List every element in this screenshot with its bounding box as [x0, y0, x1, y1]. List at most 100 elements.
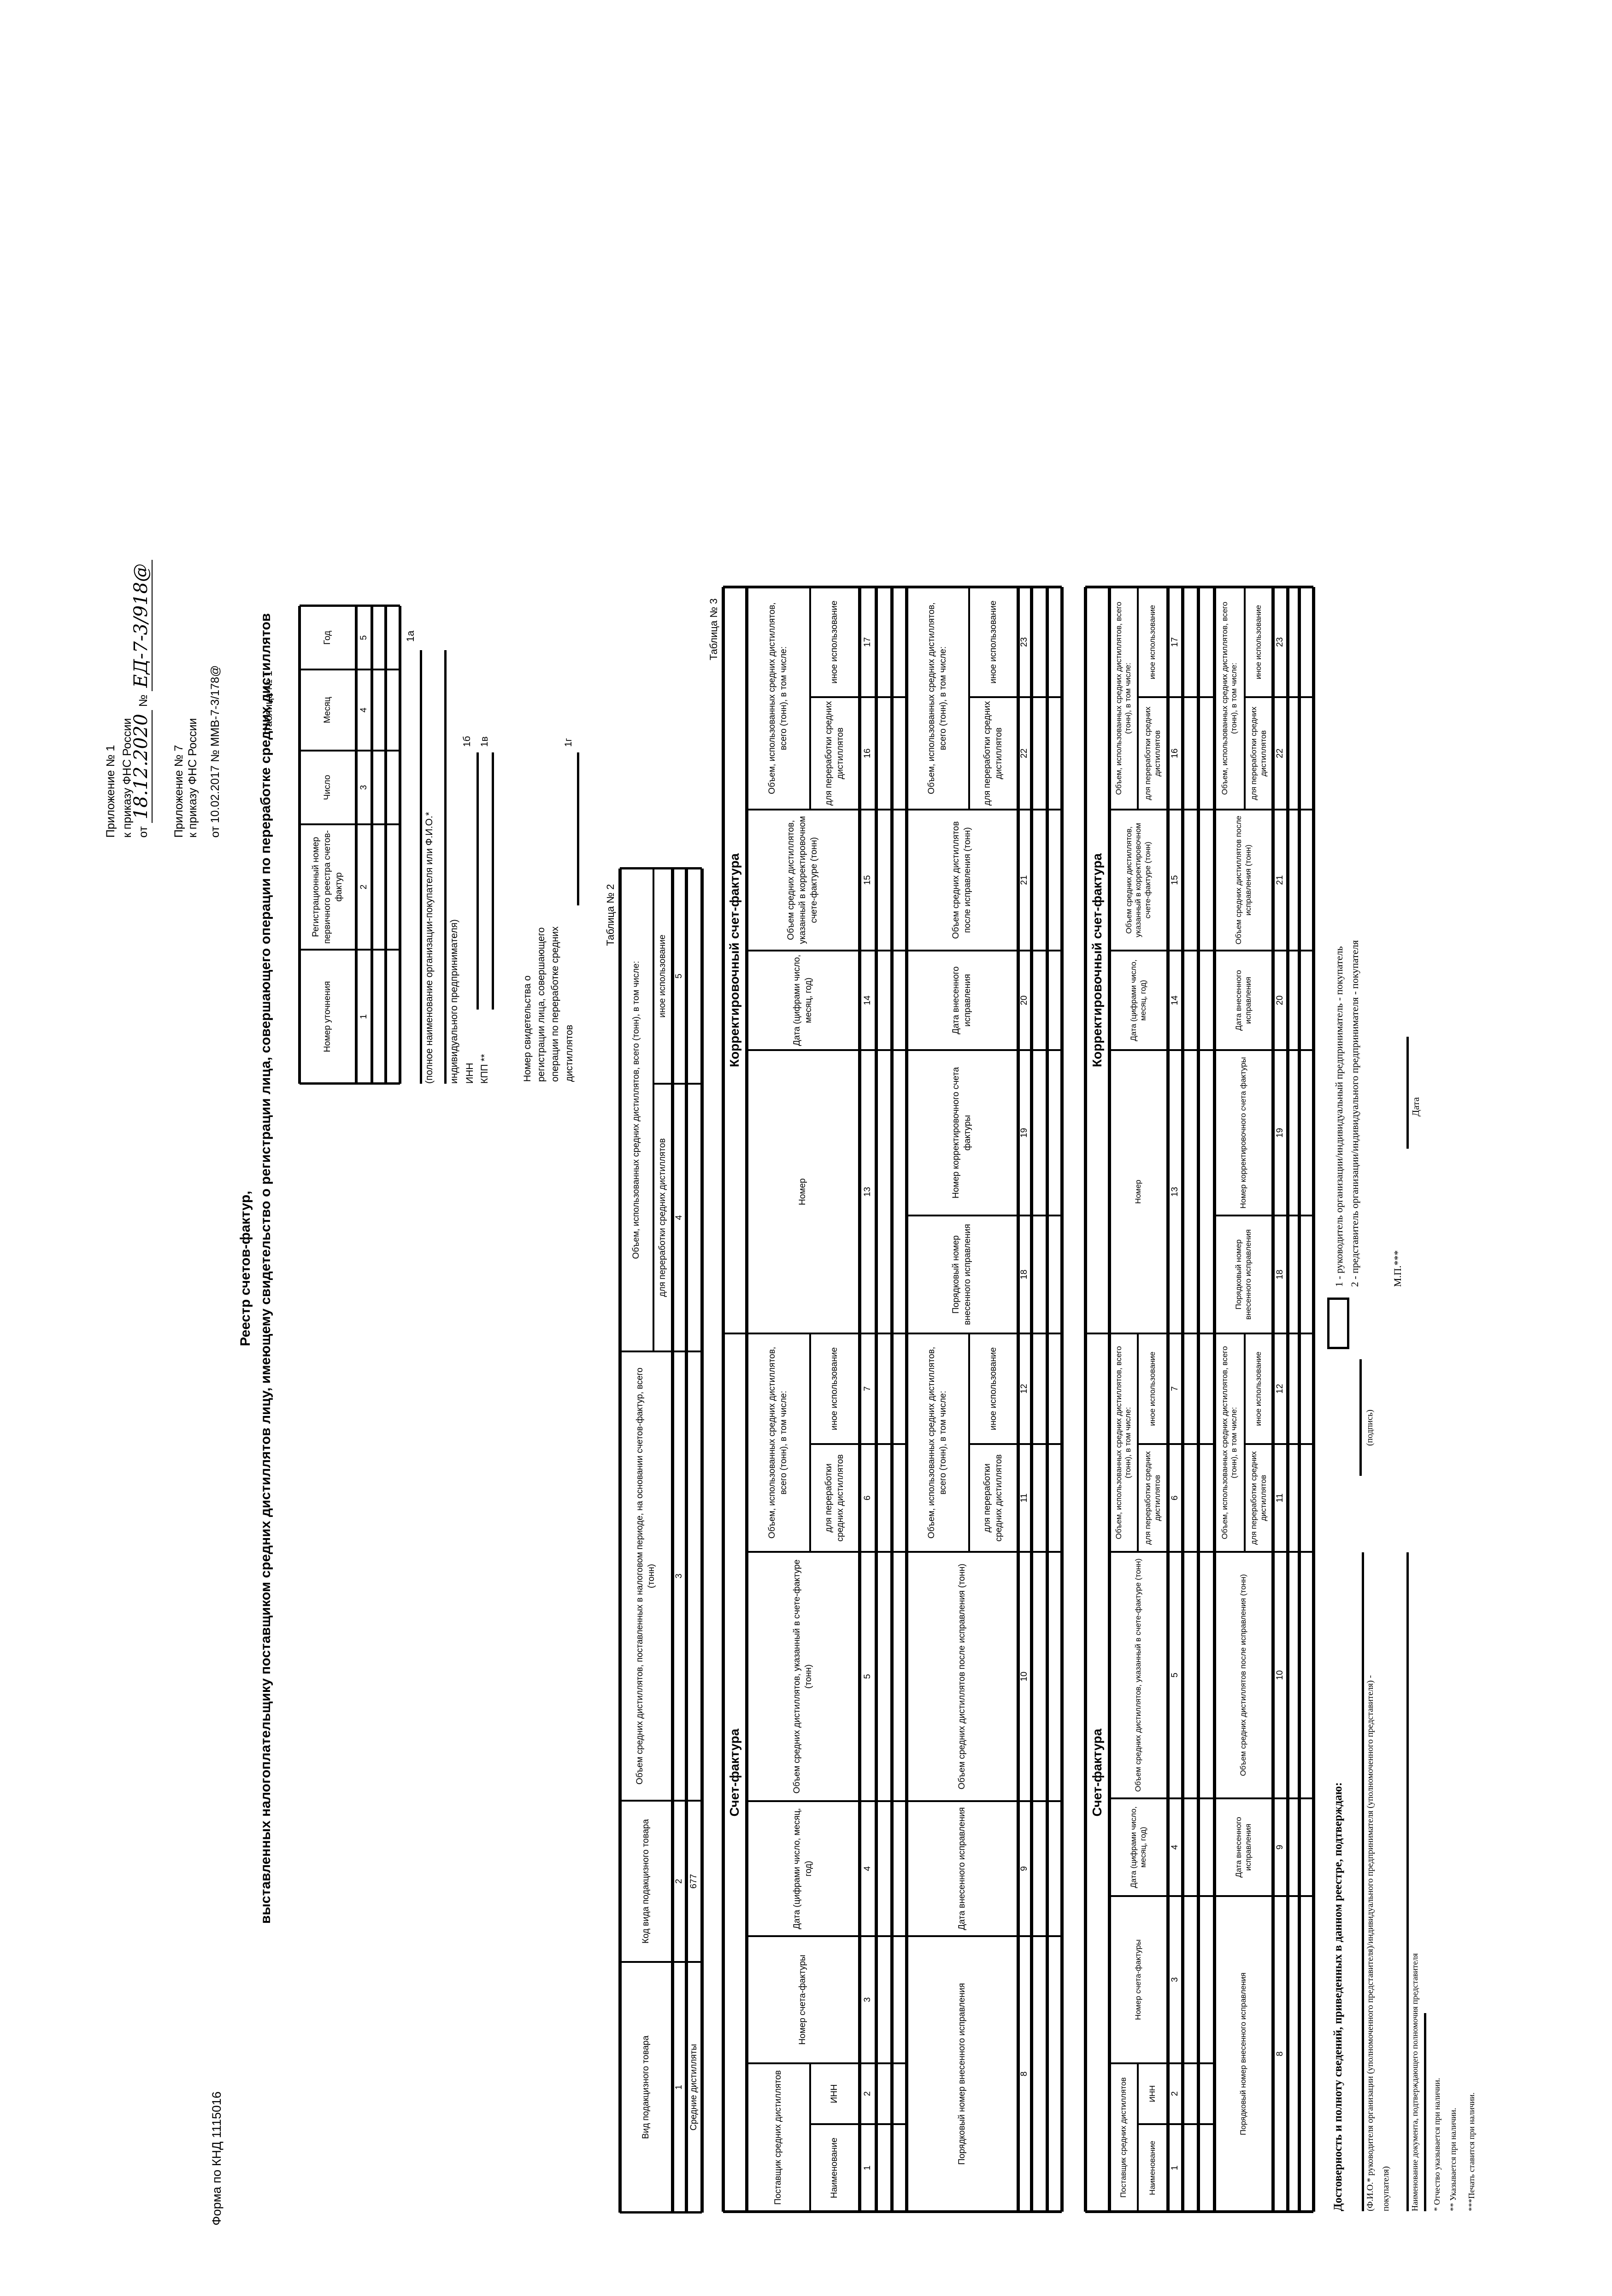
table4-column-number: 21: [1273, 810, 1288, 951]
table2-header-product-code: Код вида подакцизного товара: [620, 1801, 672, 1962]
table-rule: [890, 587, 894, 2212]
table4-cell: [1299, 810, 1313, 951]
table1-cell: [386, 751, 400, 824]
table4-column-number: 18: [1273, 1216, 1288, 1333]
table4-cell: [1183, 1333, 1198, 1444]
table4-cell: [1198, 2124, 1214, 2212]
table3-header-volume: Объем средних дистиллятов, указанный в с…: [747, 1552, 859, 1801]
table3-cell: [1047, 587, 1062, 697]
table1-cell: [386, 824, 400, 950]
table4-column-number: 5: [1168, 1552, 1183, 1798]
cert-line: [577, 752, 579, 905]
table3-cell: [1047, 951, 1062, 1050]
table3-column-number: 4: [859, 1801, 876, 1936]
footnote-3: ***Печать ставится при наличии.: [1467, 2092, 1476, 2211]
table4-header-inv-number: Номер счета-фактуры: [1109, 1896, 1168, 2063]
table3-column-number: 3: [859, 1936, 876, 2063]
table4-cell: [1183, 1552, 1198, 1798]
table-rule: [858, 587, 861, 2212]
table2-header-processing: для переработки средних дистиллятов: [653, 1084, 672, 1351]
table4-column-number: 23: [1273, 587, 1288, 697]
table3-cell: [1031, 1444, 1047, 1552]
date-line: [1406, 1037, 1409, 1149]
table3-header-processing: для переработки средних дистиллятов: [810, 1444, 859, 1552]
table3-cell: [876, 697, 892, 810]
table-rule: [1030, 587, 1033, 2212]
table3-header-used: Объем, использованных средних дистиллято…: [906, 1333, 969, 1552]
form-code: Форма по КНД 1115016: [210, 2091, 224, 2226]
table3-header-processing: для переработки средних дистиллятов: [810, 697, 859, 810]
inn-line: [477, 752, 479, 1010]
table3-cell: [1031, 951, 1047, 1050]
code-1v: 1в: [479, 736, 490, 747]
table3-cell: [876, 2124, 892, 2212]
table-rule: [355, 606, 358, 1084]
table3-cell: [1031, 697, 1047, 810]
table3-header-processing: для переработки средних дистиллятов: [969, 1444, 1018, 1552]
table4-cell: [1183, 951, 1198, 1050]
table4-cell: [1198, 697, 1214, 810]
table3-cell: [892, 1050, 906, 1333]
buyer-caption-1: (полное наименование организации-покупат…: [424, 812, 435, 1084]
table2-header-used-volume: Объем, использованных средних дистиллято…: [620, 869, 653, 1351]
table4-column-number: 14: [1168, 951, 1183, 1050]
table4-cell: [1198, 810, 1214, 951]
table1-cell: [372, 669, 386, 751]
table3-header-volume-after: Объем средних дистиллятов после исправле…: [906, 1552, 1018, 1801]
table3-cell: [1047, 1333, 1062, 1444]
table3-cell: [892, 1444, 906, 1552]
table-rule: [874, 587, 878, 2212]
table4-column-number: 11: [1273, 1444, 1288, 1552]
table4-cell: [1183, 697, 1198, 810]
table4-column-number: 19: [1273, 1050, 1288, 1216]
signer-option-1: 1 - руководитель организации/индивидуаль…: [1333, 946, 1345, 1287]
table4-cell: [1299, 697, 1313, 810]
table4-cell: [1198, 951, 1214, 1050]
table3-header-fix-date: Дата внесенного исправления: [906, 1801, 1018, 1936]
table4-header-processing: для переработки средних дистиллятов: [1245, 1444, 1273, 1552]
table-rule: [1196, 587, 1200, 2212]
table-rule: [1045, 587, 1049, 2212]
table-rule: [905, 587, 908, 2212]
inn-label: ИНН: [465, 1063, 475, 1084]
table4-header-used: Объем, использованных средних дистиллято…: [1214, 1333, 1245, 1552]
table3-column-number: 17: [859, 587, 876, 697]
table-rule: [671, 869, 674, 2213]
table4-column-number: 6: [1168, 1444, 1183, 1552]
table-rule: [1181, 587, 1184, 2212]
table-rule: [1016, 587, 1020, 2212]
table3-cell: [892, 697, 906, 810]
doc-name-line: [1406, 1552, 1409, 2211]
table3-column-number: 15: [859, 810, 876, 951]
table2-column-number: 5: [672, 869, 686, 1084]
table4-header-other: иное использование: [1138, 1333, 1168, 1444]
table3-header-corr-inv-number: Номер корректировочного счета фактуры: [906, 1050, 1018, 1216]
code-1g: 1г: [563, 738, 574, 747]
cert-line-2: регистрации лица, совершающего: [536, 927, 547, 1082]
table3-cell: [892, 587, 906, 697]
table-border: [620, 2211, 702, 2214]
table1-cell: [372, 824, 386, 950]
table3-cell: [892, 1801, 906, 1936]
table3-title-corrective-invoice: Корректировочный счет-фактура: [723, 587, 747, 1333]
handwritten-order-date: 18.12.2020: [130, 710, 153, 823]
table4-column-number: 7: [1168, 1333, 1183, 1444]
appendix1-label: Приложение № 1: [104, 745, 117, 838]
table3-cell: [1031, 1552, 1047, 1801]
table-rule: [721, 587, 725, 2212]
table4-header-fix-number: Порядковый номер внесенного исправления: [1214, 1216, 1273, 1333]
table4-cell: [1183, 587, 1198, 697]
table2-header-supplied-volume: Объем средних дистиллятов, поставленных …: [620, 1351, 672, 1801]
table3-cell: [1047, 1552, 1062, 1801]
table2-cell-product-code: 677: [686, 1801, 702, 1962]
buyer-name-line: [420, 650, 422, 1084]
footnote-separator: [1424, 2013, 1426, 2211]
table-rule: [399, 606, 401, 1084]
table4-column-number: 20: [1273, 951, 1288, 1050]
table-rule: [1297, 587, 1301, 2212]
table-rule: [371, 606, 373, 1084]
buyer-caption-2: индивидуального предпринимателя): [449, 919, 459, 1084]
table3-header-supplier: Поставщик средних дистиллятов: [747, 2063, 810, 2212]
table3-cell: [892, 1936, 906, 2063]
fio-caption-1: (Ф.И.О.* руководителя организации (уполн…: [1365, 1675, 1375, 2211]
